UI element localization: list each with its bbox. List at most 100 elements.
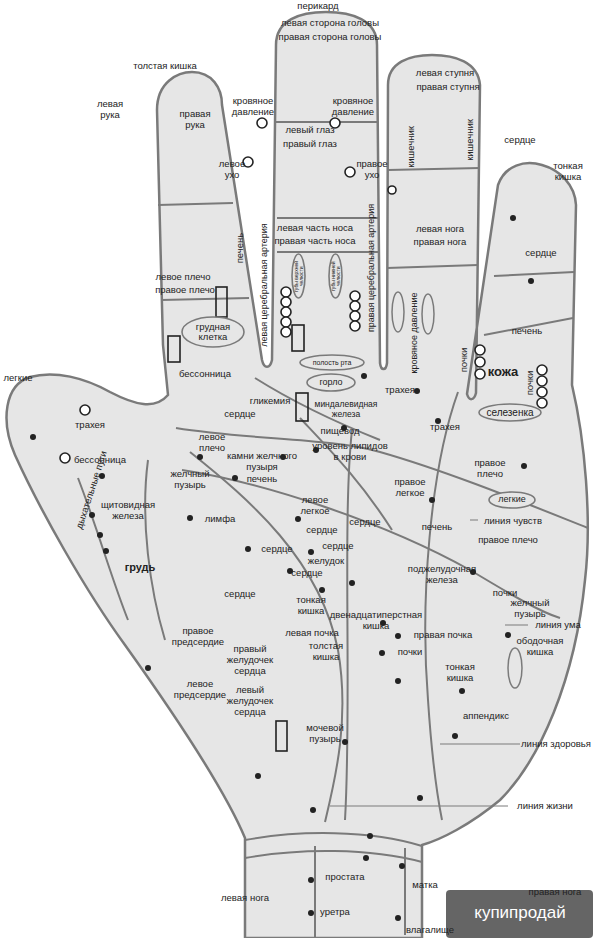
zone-rect (168, 336, 180, 362)
zone-label: левая нога (416, 224, 464, 235)
point-dot (361, 373, 367, 379)
point-dot (505, 632, 511, 638)
zone-label: левая ступня (416, 68, 474, 79)
zone-label: легкие (3, 373, 32, 384)
point-dot (245, 546, 251, 552)
point-ring (537, 398, 547, 408)
oval-outline (292, 254, 305, 298)
zone-label: кровяное давление (327, 96, 379, 118)
zone-label: сердце (349, 517, 380, 528)
zone-label: правый желудочек сердца (223, 644, 278, 677)
point-dot (187, 515, 193, 521)
point-dot (255, 773, 261, 779)
point-ring (350, 321, 360, 331)
zone-label: линия чувств (484, 516, 542, 527)
point-ring (281, 287, 291, 297)
zone-label: правая рука (173, 109, 217, 131)
point-ring (350, 291, 360, 301)
zone-label: линия жизни (517, 801, 573, 812)
zone-label: желудок (308, 556, 344, 567)
zone-label: желчный пузырь (165, 469, 215, 491)
zone-label: сердце (291, 568, 322, 579)
oval-outline (479, 404, 541, 421)
zone-label: кишечник (465, 119, 476, 161)
organ-oval: горло (306, 373, 356, 392)
point-ring (537, 365, 547, 375)
organ-name: грудная клетка (185, 322, 241, 343)
point-ring (257, 118, 267, 128)
wrist-line (404, 848, 406, 935)
zone-label: правое плечо (465, 458, 515, 480)
pressure-oval (392, 292, 404, 332)
point-dot (308, 910, 314, 916)
zone-label: левая рука (90, 99, 130, 121)
zone-label: линия ума (535, 620, 581, 631)
wrist-line (245, 851, 422, 862)
point-dot (232, 475, 238, 481)
zone-label: левое плечо (156, 272, 211, 283)
zone-label: правый глаз (283, 139, 337, 150)
point-dot (310, 807, 316, 813)
hand-outline (7, 12, 588, 938)
point-dot (363, 855, 369, 861)
point-dot (395, 678, 401, 684)
point-dot (97, 532, 103, 538)
point-dot (367, 833, 373, 839)
zone-label: левая нога (221, 893, 269, 904)
zone-label: трахея (75, 420, 105, 431)
point-ring (475, 345, 485, 355)
zone-label: миндалевидная железа (306, 400, 386, 420)
zone-label: печень (235, 233, 246, 264)
leader-line (470, 520, 478, 521)
zone-label: тонкая кишка (548, 161, 588, 183)
zone-label: мочевой пузырь (300, 723, 350, 745)
zone-label: почки (493, 588, 518, 599)
point-ring (350, 301, 360, 311)
zone-label: влагалище (406, 925, 454, 936)
point-ring (345, 167, 355, 177)
palm-line (145, 460, 165, 640)
organ-name: полость рта (313, 359, 352, 367)
point-dot (429, 497, 435, 503)
zone-label: правая сторона головы (279, 32, 382, 43)
zone-label: камни желчного пузыря (222, 451, 302, 473)
zone-label: простата (325, 872, 364, 883)
point-ring (281, 327, 291, 337)
zone-label: желчный пузырь (505, 598, 555, 620)
zone-label: гликемия (250, 396, 291, 407)
point-dot (103, 548, 109, 554)
point-dot (510, 215, 516, 221)
zone-label: печень (247, 474, 278, 485)
point-dot (145, 665, 151, 671)
zone-label: трахея (385, 385, 415, 396)
point-ring (281, 297, 291, 307)
zone-label: сердце (525, 248, 556, 259)
zone-label: левый желудочек сердца (223, 685, 278, 718)
zone-label: сердце (504, 135, 535, 146)
finger-crease (161, 298, 249, 300)
health-line (425, 392, 458, 820)
organ-name: горло (319, 378, 342, 388)
organ-oval: легкие (488, 491, 536, 509)
zone-rect (292, 325, 304, 351)
zone-label: правая часть носа (274, 236, 355, 247)
point-dot (308, 549, 314, 555)
zone-label: правое плечо (155, 285, 215, 296)
zone-label: правая почка (414, 630, 473, 641)
zone-rect (216, 287, 227, 317)
leader-line (505, 625, 528, 626)
zone-label: почки (398, 647, 423, 658)
zone-label: левая церебральная артерия (259, 223, 269, 347)
fate-line (345, 430, 352, 820)
point-dot (30, 434, 36, 440)
zone-label: левая часть носа (277, 223, 353, 234)
organ-name: губы верхней челюсти (294, 256, 304, 296)
zone-label: сердце (322, 541, 353, 552)
point-dot (417, 795, 423, 801)
zone-label: двенадцатиперстная кишка (326, 610, 426, 632)
zone-label: кожа (488, 365, 519, 380)
zone-label: почки (459, 348, 470, 373)
zone-label: правая нога (414, 237, 467, 248)
zone-label: сердце (224, 409, 255, 420)
zone-label: печень (512, 326, 543, 337)
